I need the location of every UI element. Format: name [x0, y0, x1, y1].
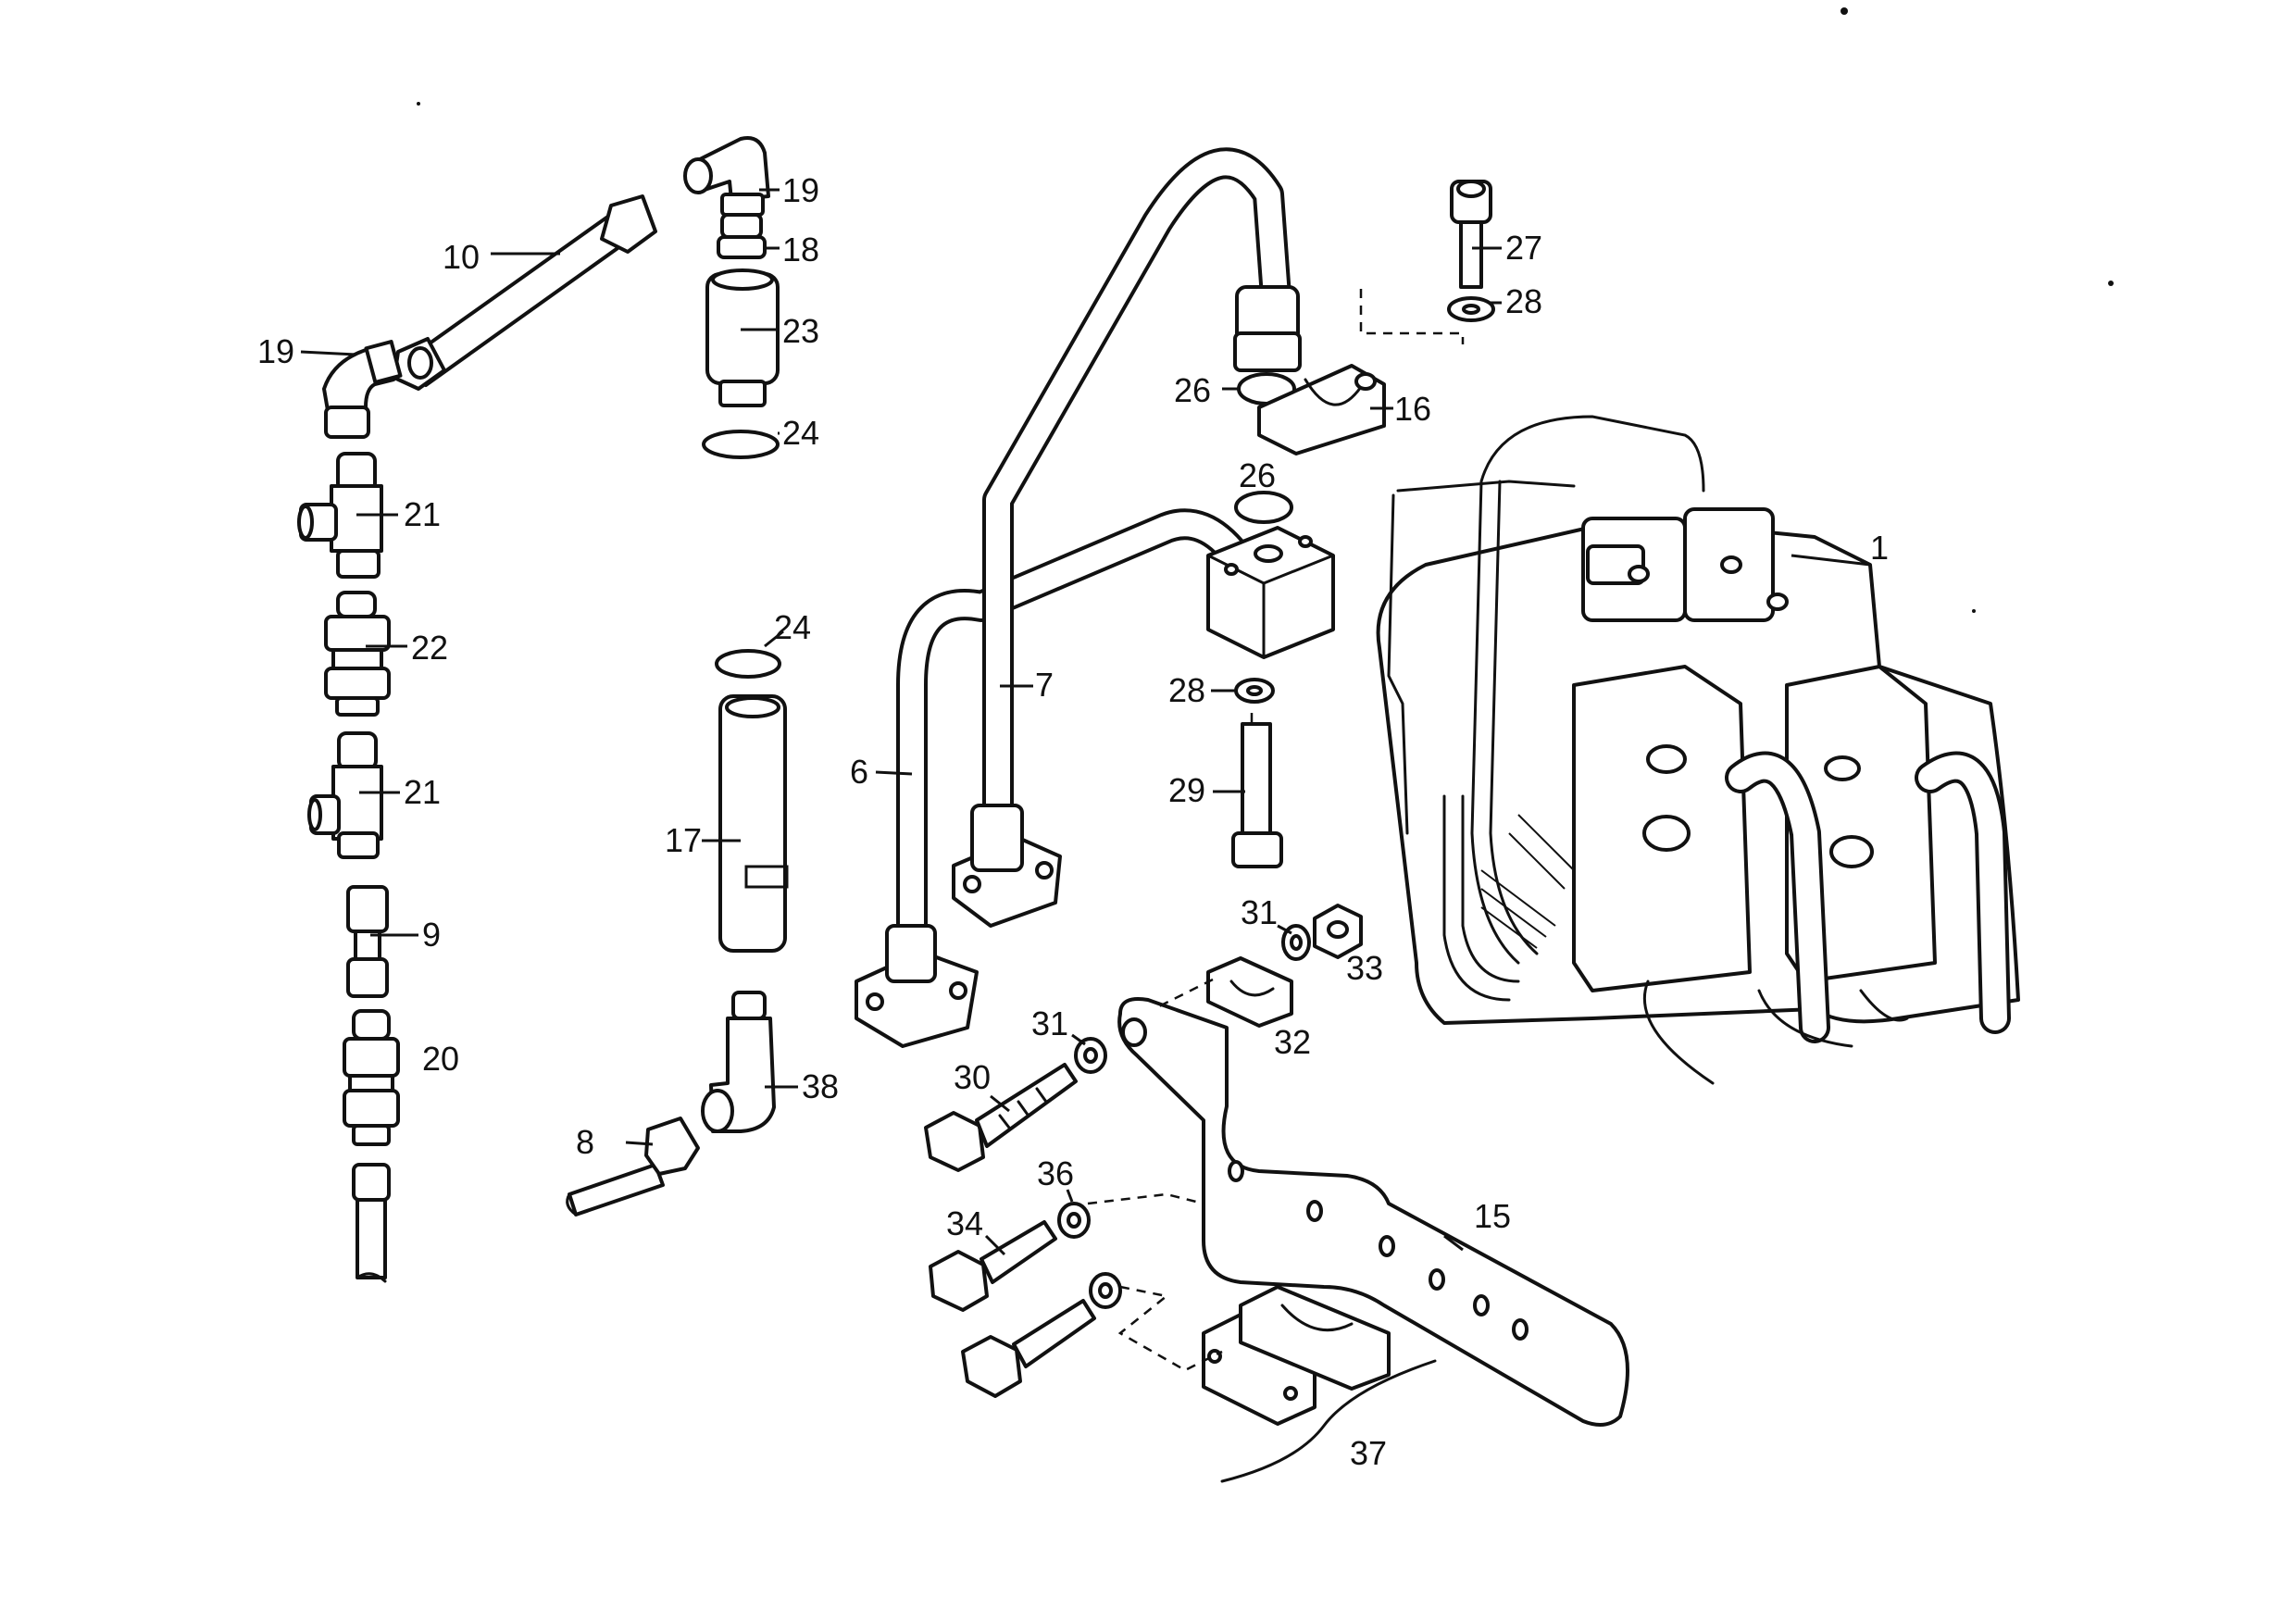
callout-17: 17	[665, 821, 702, 859]
engine-assembly-1	[1376, 415, 2020, 1085]
flange-6	[855, 924, 979, 1048]
adapter-23	[705, 268, 780, 407]
washer-lower	[1089, 1272, 1122, 1309]
seal-18	[717, 213, 767, 259]
callout-28-mid: 28	[1168, 671, 1205, 709]
callout-24-top: 24	[782, 414, 819, 452]
o-ring-24-top	[702, 430, 780, 459]
callout-labels: 10 19 19 18 23 24 24 21 21 22 9 20 17 38…	[257, 171, 1889, 1472]
elbow-19-top	[683, 136, 770, 217]
callout-21-lower: 21	[404, 773, 441, 811]
callout-21-upper: 21	[404, 495, 441, 533]
assembly-lines	[1087, 289, 1465, 1372]
callout-34: 34	[946, 1204, 983, 1242]
bolt-30	[924, 1063, 1078, 1172]
washer-31-lower	[1074, 1037, 1107, 1074]
callout-9: 9	[422, 916, 441, 954]
callout-26-mid: 26	[1239, 456, 1276, 494]
callout-31-lower: 31	[1031, 1004, 1068, 1042]
callout-24-mid: 24	[774, 608, 811, 646]
callout-19-top: 19	[782, 171, 819, 209]
callout-26-top: 26	[1174, 371, 1211, 409]
callout-1: 1	[1870, 529, 1889, 567]
leader-lines	[300, 188, 1871, 1256]
callout-38: 38	[802, 1067, 839, 1105]
tube-10	[393, 194, 657, 391]
callout-22: 22	[411, 629, 448, 667]
callout-15: 15	[1474, 1197, 1511, 1235]
o-ring-24-mid	[715, 649, 781, 679]
clamp-16	[1257, 364, 1386, 455]
tee-21-lower	[307, 731, 383, 859]
callout-23: 23	[782, 312, 819, 350]
bolt-29	[1231, 722, 1283, 868]
union-22	[324, 591, 391, 717]
elbow-38	[701, 991, 776, 1133]
bolt-34	[929, 1220, 1057, 1312]
callout-37: 37	[1350, 1434, 1387, 1472]
callout-10: 10	[443, 238, 480, 276]
callout-18: 18	[782, 231, 819, 268]
washer-36	[1057, 1202, 1091, 1239]
brace-37	[1220, 1359, 1437, 1483]
callout-36: 36	[1037, 1154, 1074, 1192]
pipe-6	[896, 508, 1252, 974]
callout-31-upper: 31	[1241, 893, 1278, 931]
callout-28-top: 28	[1505, 282, 1542, 320]
hose-end-top	[1233, 285, 1302, 372]
o-ring-26-mid	[1234, 491, 1293, 524]
nut-8	[566, 1117, 700, 1216]
scan-specks	[417, 7, 2114, 613]
callout-30: 30	[954, 1058, 991, 1096]
washer-28-top	[1447, 296, 1495, 322]
callout-7: 7	[1035, 666, 1054, 704]
callout-32: 32	[1274, 1023, 1311, 1061]
union-20	[343, 1009, 400, 1146]
elbow-19-left	[322, 340, 403, 439]
tee-21-upper	[297, 452, 383, 579]
callout-8: 8	[576, 1123, 594, 1161]
flange-block	[1206, 526, 1335, 659]
nut-9	[346, 885, 389, 998]
callout-16: 16	[1394, 390, 1431, 428]
pipe-7	[982, 147, 1292, 821]
callout-19-left: 19	[257, 332, 294, 370]
nut-33	[1313, 904, 1363, 959]
bolt-27	[1450, 180, 1492, 289]
tube-end-bottom-left	[352, 1163, 391, 1283]
clamp-pair-37	[1202, 1285, 1391, 1426]
washer-28-mid	[1234, 678, 1275, 704]
bolt-lower	[961, 1299, 1096, 1398]
washer-31-upper	[1281, 924, 1311, 961]
callout-6: 6	[850, 753, 868, 791]
flange-7	[952, 804, 1062, 928]
callout-20: 20	[422, 1040, 459, 1078]
tube-17	[718, 694, 789, 953]
bracket-15	[1117, 997, 1629, 1427]
callout-27: 27	[1505, 229, 1542, 267]
clamp-32	[1206, 956, 1293, 1028]
callout-29: 29	[1168, 771, 1205, 809]
callout-33: 33	[1346, 949, 1383, 987]
